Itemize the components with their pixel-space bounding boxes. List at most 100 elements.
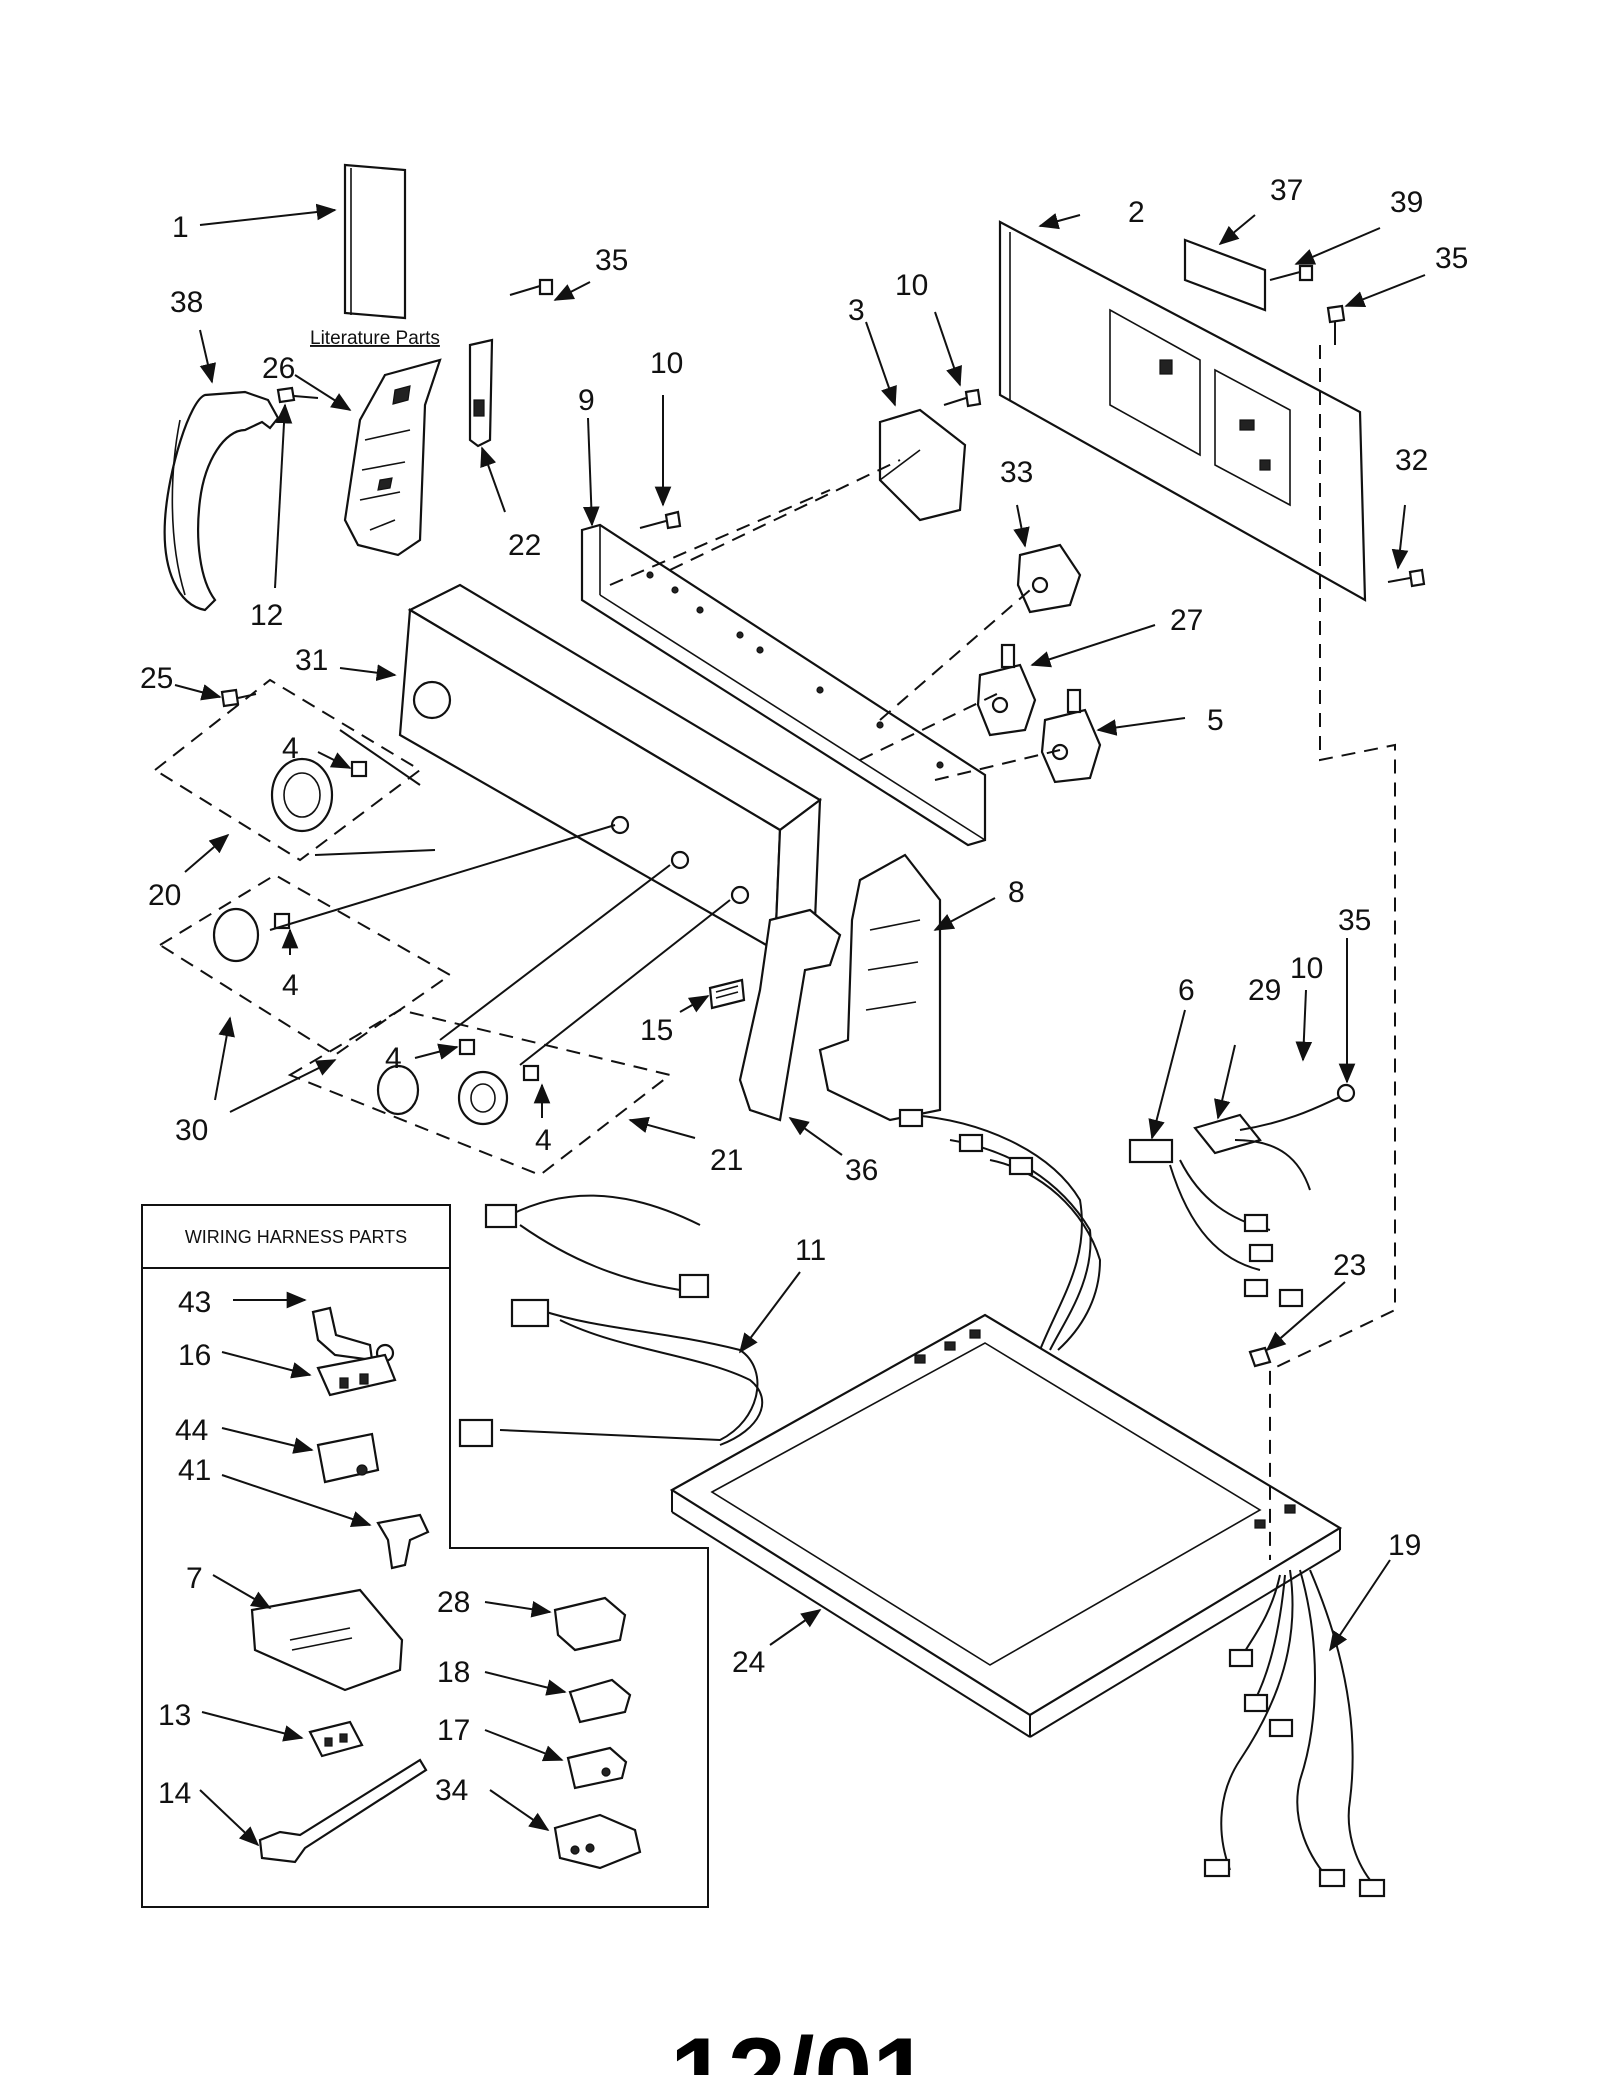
terminal-43 bbox=[311, 1306, 395, 1363]
callout-10-c: 10 bbox=[1290, 952, 1323, 985]
connector-16 bbox=[316, 1353, 397, 1397]
callout-10-a: 10 bbox=[650, 347, 683, 380]
indicator-15 bbox=[708, 978, 746, 1010]
callout-11: 11 bbox=[795, 1234, 826, 1267]
footer-date: 12/01 bbox=[670, 2017, 930, 2075]
callout-35-a: 35 bbox=[595, 244, 628, 277]
timer-3 bbox=[878, 408, 967, 522]
screw-12 bbox=[276, 386, 319, 404]
housing-7 bbox=[250, 1588, 404, 1692]
leader-lines bbox=[153, 345, 1396, 1560]
clip-23 bbox=[1248, 1346, 1272, 1368]
callout-36: 36 bbox=[845, 1154, 878, 1187]
callout-29: 29 bbox=[1248, 974, 1281, 1007]
callout-26: 26 bbox=[262, 352, 295, 385]
callout-4-c: 4 bbox=[385, 1042, 402, 1075]
screw-10-mid bbox=[943, 388, 982, 408]
callout-arrows bbox=[174, 203, 1426, 1847]
knob-21 bbox=[376, 1064, 420, 1116]
wiring-harness-11 bbox=[458, 1194, 764, 1448]
callout-16: 16 bbox=[178, 1339, 211, 1372]
connector-44 bbox=[316, 1432, 380, 1484]
callout-19: 19 bbox=[1388, 1529, 1421, 1562]
screw-39 bbox=[1269, 264, 1314, 282]
callout-7: 7 bbox=[186, 1562, 203, 1595]
end-cap-right bbox=[738, 908, 842, 1122]
end-cap-left bbox=[163, 390, 280, 612]
callout-27: 27 bbox=[1170, 604, 1203, 637]
switch-5 bbox=[1040, 688, 1102, 784]
callout-1: 1 bbox=[172, 211, 189, 244]
connector-34 bbox=[553, 1813, 642, 1870]
screw-25 bbox=[220, 688, 257, 708]
callout-25: 25 bbox=[140, 662, 173, 695]
callout-13: 13 bbox=[158, 1699, 191, 1732]
callout-37: 37 bbox=[1270, 174, 1303, 207]
callout-3: 3 bbox=[848, 294, 865, 327]
callout-2: 2 bbox=[1128, 196, 1145, 229]
switch-27 bbox=[976, 643, 1037, 737]
screw-32 bbox=[1387, 568, 1426, 588]
callout-35-c: 35 bbox=[1338, 904, 1371, 937]
callout-30: 30 bbox=[175, 1114, 208, 1147]
literature-heading: Literature Parts bbox=[310, 328, 440, 349]
callout-15: 15 bbox=[640, 1014, 673, 1047]
connector-17 bbox=[566, 1746, 628, 1790]
clip-41 bbox=[376, 1513, 430, 1570]
callout-24: 24 bbox=[732, 1646, 765, 1679]
callout-38-39: 39 bbox=[1390, 186, 1423, 219]
harness-heading: WIRING HARNESS PARTS bbox=[185, 1227, 407, 1247]
console-bracket-right bbox=[818, 853, 942, 1122]
wiring-harness-box: WIRING HARNESS PARTS bbox=[141, 1204, 709, 1908]
rear-panel bbox=[998, 220, 1367, 602]
callout-41: 41 bbox=[178, 1454, 211, 1487]
callout-8: 8 bbox=[1008, 876, 1025, 909]
screw-35-right bbox=[1326, 304, 1346, 345]
clip-22 bbox=[468, 338, 494, 448]
insert-4 bbox=[273, 760, 540, 1082]
callout-numbers: 1 2 3 4 4 4 4 5 6 7 8 9 10 10 10 11 12 1… bbox=[140, 174, 1468, 1810]
callout-12: 12 bbox=[250, 599, 283, 632]
callout-44: 44 bbox=[175, 1414, 208, 1447]
callout-31: 31 bbox=[295, 644, 328, 677]
connector-28 bbox=[553, 1596, 627, 1652]
callout-38: 38 bbox=[170, 286, 203, 319]
knob-20 bbox=[270, 757, 334, 833]
wiring-harness-19 bbox=[1203, 1569, 1386, 1898]
callout-32: 32 bbox=[1395, 444, 1428, 477]
callout-21: 21 bbox=[710, 1144, 743, 1177]
screw-35-top bbox=[509, 278, 554, 296]
wiring-harness-right bbox=[898, 1083, 1356, 1351]
callout-9: 9 bbox=[578, 384, 595, 417]
callout-28: 28 bbox=[437, 1586, 470, 1619]
callout-22: 22 bbox=[508, 529, 541, 562]
callout-35-b: 35 bbox=[1435, 242, 1468, 275]
callout-20: 20 bbox=[148, 879, 181, 912]
cable-tie-14 bbox=[258, 1758, 428, 1864]
screw-10-left bbox=[639, 510, 682, 530]
callout-34: 34 bbox=[435, 1774, 468, 1807]
callout-10-b: 10 bbox=[895, 269, 928, 302]
callout-18: 18 bbox=[437, 1656, 470, 1689]
control-panel-frame bbox=[580, 523, 987, 847]
callout-33: 33 bbox=[1000, 456, 1033, 489]
callout-6: 6 bbox=[1178, 974, 1195, 1007]
top-panel-24 bbox=[669, 1313, 1343, 1738]
switch-33 bbox=[1016, 543, 1082, 614]
callout-17: 17 bbox=[437, 1714, 470, 1747]
cover-plate-37 bbox=[1183, 238, 1267, 312]
knob-30 bbox=[212, 907, 260, 963]
callout-5: 5 bbox=[1207, 704, 1224, 737]
callout-4-a: 4 bbox=[282, 732, 299, 765]
console-bracket-left bbox=[343, 358, 442, 557]
callout-4-b: 4 bbox=[282, 969, 299, 1002]
literature-booklet bbox=[343, 163, 407, 320]
callout-23: 23 bbox=[1333, 1249, 1366, 1282]
callout-43: 43 bbox=[178, 1286, 211, 1319]
callout-14: 14 bbox=[158, 1777, 191, 1810]
callout-4-d: 4 bbox=[535, 1124, 552, 1157]
button-round bbox=[457, 1070, 509, 1126]
connector-13 bbox=[308, 1720, 364, 1758]
connector-18 bbox=[568, 1678, 632, 1724]
